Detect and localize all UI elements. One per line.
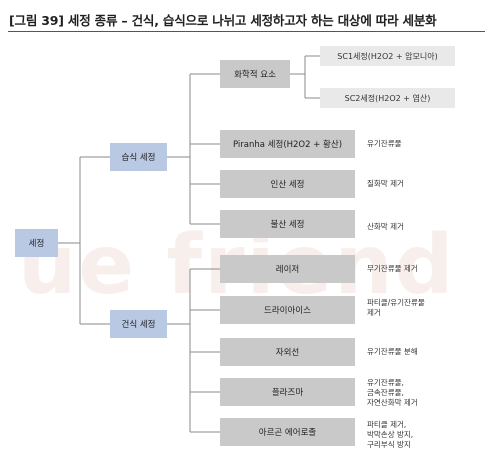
aerosol-note-line: 박막손상 방지, — [367, 430, 414, 439]
phosphoric-note: 질화막 제거 — [367, 179, 404, 188]
wet-cleaning-node: 습식 세정 — [110, 143, 167, 171]
chemical-element-node: 화학적 요소 — [220, 60, 290, 88]
uv-node: 자외선 — [220, 338, 355, 366]
aerosol-note-line: 파티클 제거, — [367, 420, 407, 429]
plasma-node: 플라즈마 — [220, 378, 355, 406]
sc1-node: SC1세정(H2O2 + 암모니아) — [320, 46, 455, 66]
piranha-node: Piranha 세정(H2O2 + 황산) — [220, 130, 355, 158]
phosphoric-node: 인산 세정 — [220, 170, 355, 198]
hf-node: 불산 세정 — [220, 210, 355, 238]
hf-note: 산화막 제거 — [367, 222, 404, 231]
root-node: 세정 — [15, 229, 58, 257]
dry-cleaning-node: 건식 세정 — [110, 310, 167, 338]
figure-title: [그림 39] 세정 종류 – 건식, 습식으로 나뉘고 세정하고자 하는 대상… — [9, 13, 437, 28]
dryice-note: 파티클/유기잔류물 제거 — [367, 298, 425, 318]
plasma-note-line: 유기잔류물, — [367, 378, 404, 387]
argon-aerosol-note: 파티클 제거, 박막손상 방지, 구리부식 방지 — [367, 420, 413, 450]
dryice-note-line: 제거 — [367, 308, 381, 317]
plasma-note-line: 금속잔류물, — [367, 388, 404, 397]
laser-note: 무기잔류물 제거 — [367, 264, 418, 273]
title-rule — [8, 31, 485, 32]
aerosol-note-line: 구리부식 방지 — [367, 440, 411, 449]
sc2-node: SC2세정(H2O2 + 염산) — [320, 88, 455, 108]
plasma-note: 유기잔류물, 금속잔류물, 자연산화막 제거 — [367, 378, 418, 408]
uv-note: 유기잔류물 분해 — [367, 347, 418, 356]
dryice-node: 드라이아이스 — [220, 296, 355, 324]
argon-aerosol-node: 아르곤 에어로졸 — [220, 418, 355, 446]
piranha-note: 유기잔류물 — [367, 139, 402, 148]
laser-node: 레이저 — [220, 255, 355, 283]
dryice-note-line: 파티클/유기잔류물 — [367, 298, 425, 307]
plasma-note-line: 자연산화막 제거 — [367, 398, 418, 407]
